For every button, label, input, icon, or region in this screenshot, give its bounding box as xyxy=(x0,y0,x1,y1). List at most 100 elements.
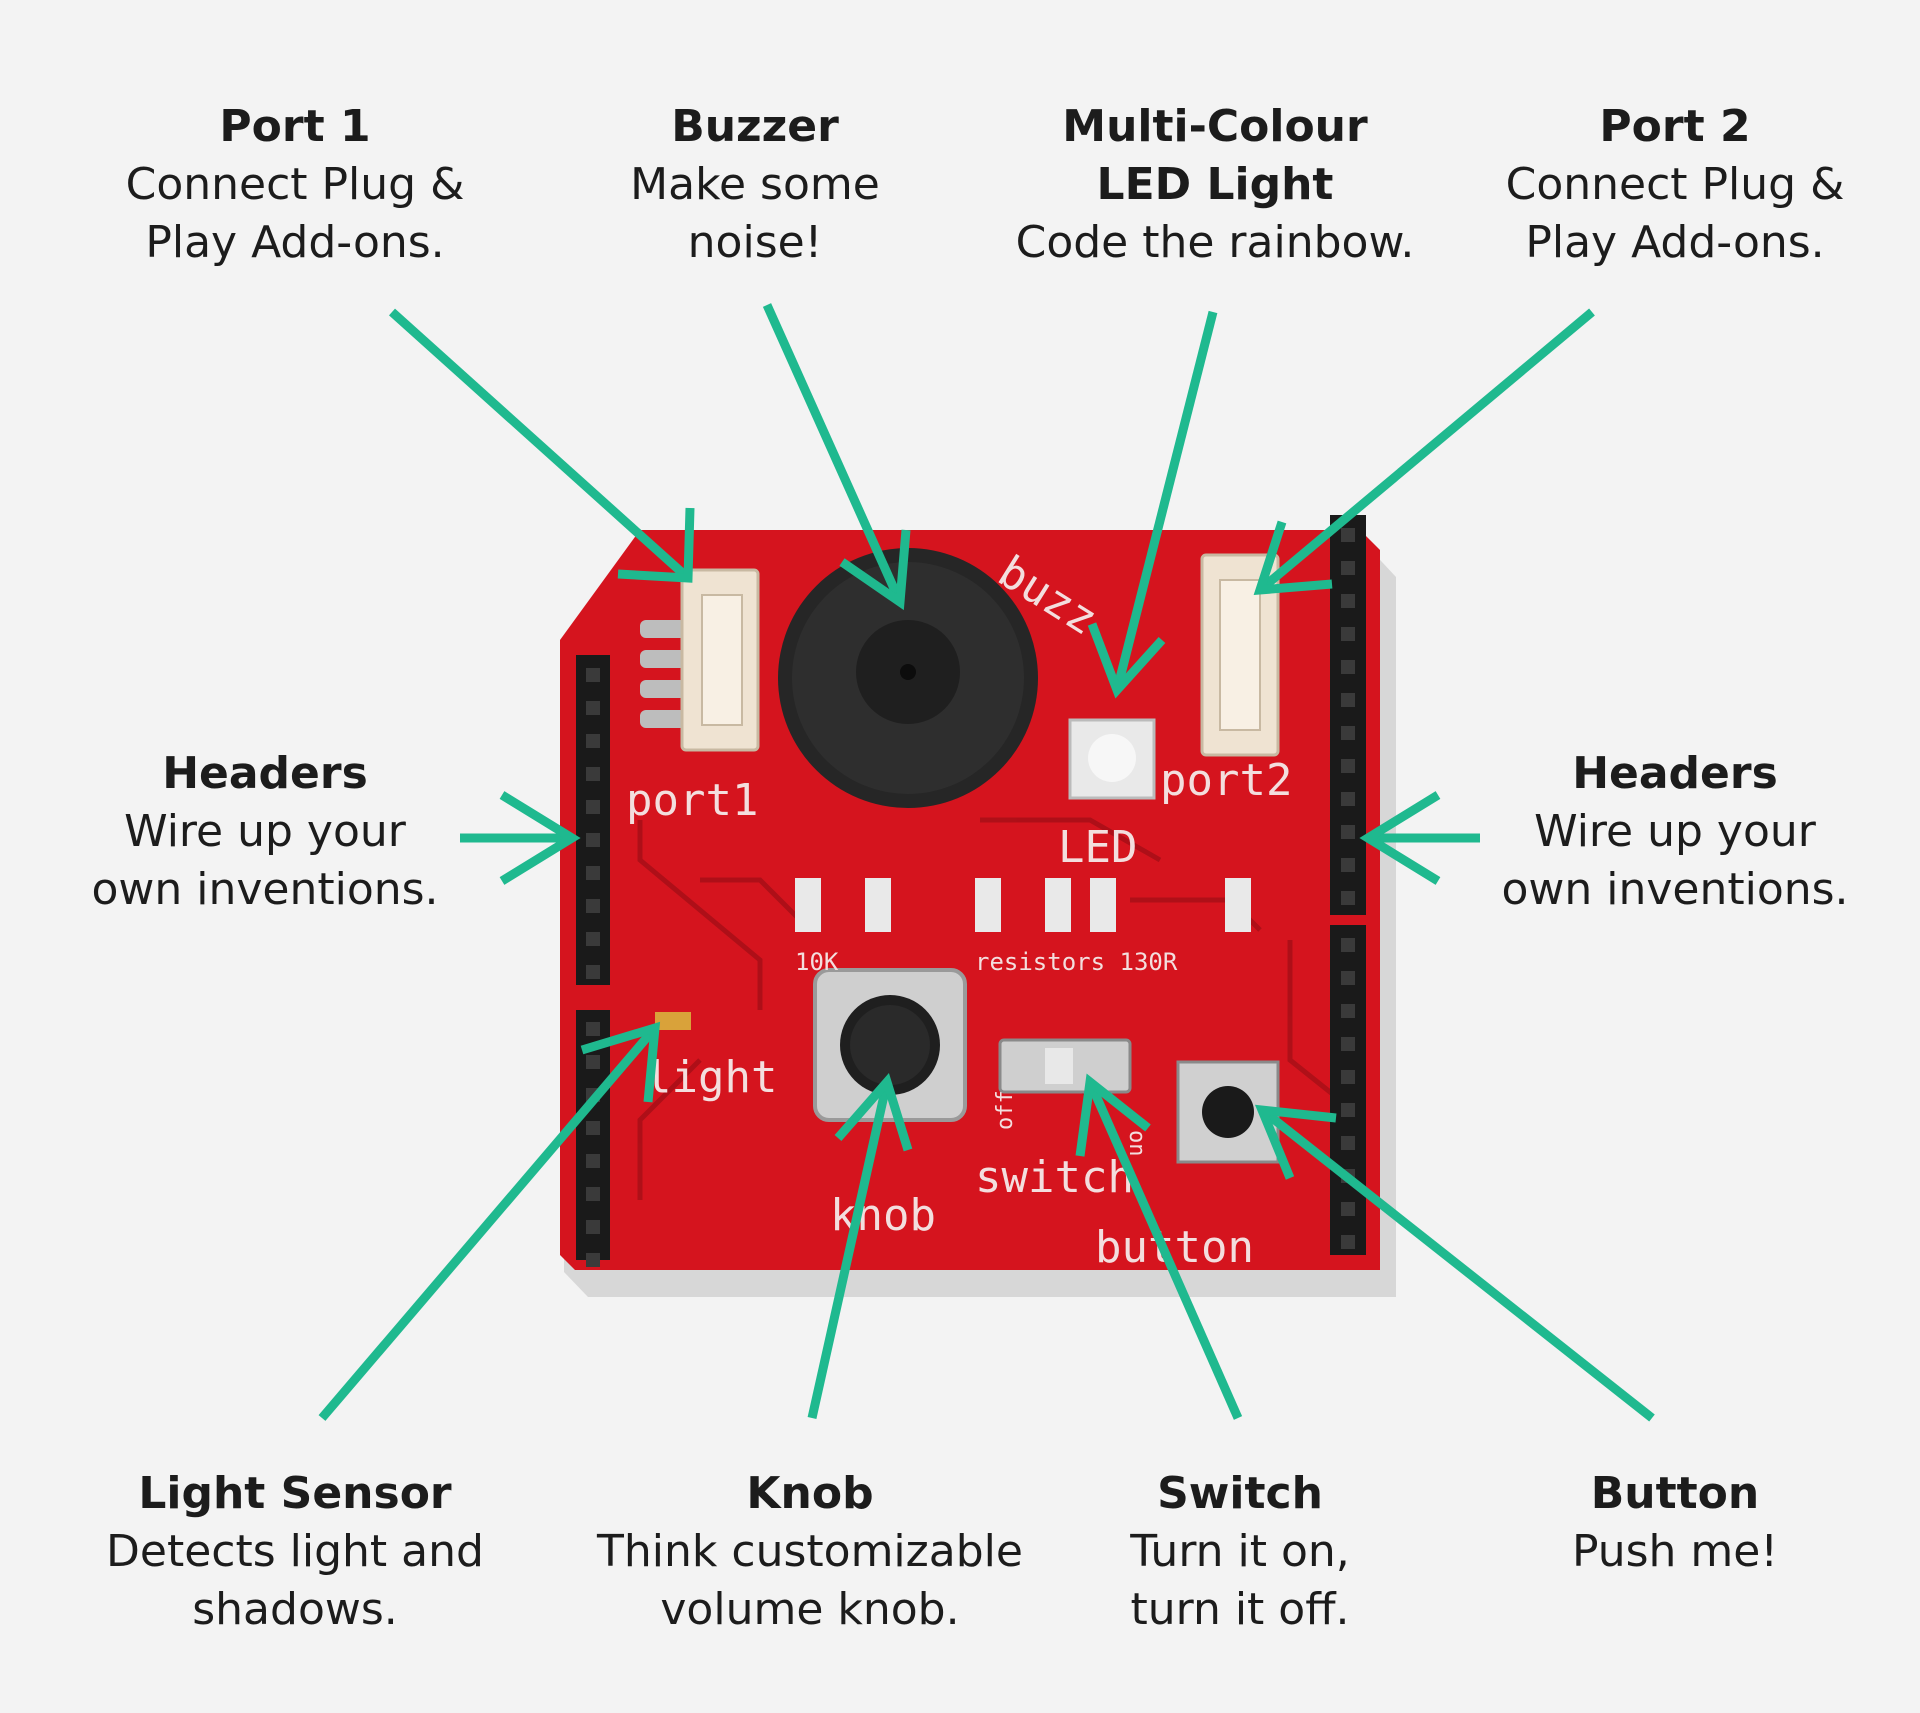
callout-light-sensor: Light Sensor Detects light and shadows. xyxy=(85,1465,505,1639)
silk-resistors: resistors 130R xyxy=(975,948,1178,976)
pcb-board xyxy=(560,530,1380,1270)
header-pin-hole xyxy=(586,734,600,748)
callout-led-line1: Code the rainbow. xyxy=(1015,217,1415,268)
arrow-button xyxy=(1254,1104,1655,1422)
header-pin-hole xyxy=(1341,660,1355,674)
light-sensor xyxy=(655,1012,691,1030)
callout-port2-title: Port 2 xyxy=(1599,101,1751,152)
callout-light-sensor-line1: Detects light and xyxy=(106,1526,484,1577)
rgb-led xyxy=(1068,718,1156,800)
callout-led-title2: LED Light xyxy=(1096,159,1334,210)
arrow-knob xyxy=(807,1072,913,1419)
callout-port1-line2: Play Add-ons. xyxy=(145,217,445,268)
header-pin-hole xyxy=(586,1187,600,1201)
arrow-buzzer xyxy=(762,303,911,611)
header-pin-hole xyxy=(586,866,600,880)
silk-light: light xyxy=(645,1052,777,1103)
silk-knob: knob xyxy=(830,1190,936,1241)
knob xyxy=(813,968,967,1122)
header-pin-hole xyxy=(586,800,600,814)
callout-port2: Port 2 Connect Plug & Play Add-ons. xyxy=(1470,98,1880,272)
header-pin-hole xyxy=(1341,693,1355,707)
slide-switch xyxy=(998,1038,1132,1094)
callout-port1: Port 1 Connect Plug & Play Add-ons. xyxy=(90,98,500,272)
callout-headers-right: Headers Wire up your own inventions. xyxy=(1480,745,1870,919)
header-pin-hole xyxy=(586,668,600,682)
callout-port1-title: Port 1 xyxy=(219,101,371,152)
header-pin-hole xyxy=(586,932,600,946)
header-pin-hole xyxy=(1341,792,1355,806)
callout-port1-line1: Connect Plug & xyxy=(125,159,465,210)
callout-switch-line1: Turn it on, xyxy=(1130,1526,1350,1577)
arrow-port2 xyxy=(1253,308,1595,596)
header-pin-hole xyxy=(1341,858,1355,872)
callout-port2-line2: Play Add-ons. xyxy=(1525,217,1825,268)
silk-port2: port2 xyxy=(1160,755,1292,806)
arrow-led xyxy=(1087,310,1218,699)
header-pin-hole xyxy=(586,1253,600,1267)
callout-switch-line2: turn it off. xyxy=(1130,1584,1350,1635)
buzzer xyxy=(778,548,1038,808)
callout-knob-line2: volume knob. xyxy=(660,1584,960,1635)
header-pin-hole xyxy=(586,1220,600,1234)
arrow-light-sensor xyxy=(318,1021,661,1421)
callout-buzzer-line1: Make some xyxy=(630,159,880,210)
callout-light-sensor-title: Light Sensor xyxy=(138,1468,452,1519)
header-pin-hole xyxy=(586,701,600,715)
header-pin-hole xyxy=(1341,971,1355,985)
header-pin-hole xyxy=(1341,726,1355,740)
header-pin-hole xyxy=(1341,561,1355,575)
arrow-headers-right xyxy=(1359,791,1480,885)
header-pin-hole xyxy=(586,1154,600,1168)
header-pin-hole xyxy=(586,1055,600,1069)
header-pin-hole xyxy=(1341,528,1355,542)
silk-port1: port1 xyxy=(626,775,758,826)
header-pin-hole xyxy=(1341,1202,1355,1216)
header-pin-hole xyxy=(1341,1103,1355,1117)
callout-knob: Knob Think customizable volume knob. xyxy=(580,1465,1040,1639)
silk-led: LED xyxy=(1058,822,1137,873)
callout-buzzer: Buzzer Make some noise! xyxy=(580,98,930,272)
callout-buzzer-line2: noise! xyxy=(687,217,823,268)
callout-switch: Switch Turn it on, turn it off. xyxy=(1075,1465,1405,1639)
header-pin-hole xyxy=(586,1121,600,1135)
arrow-port1 xyxy=(388,308,695,583)
callout-port2-line1: Connect Plug & xyxy=(1505,159,1845,210)
header-pin-hole xyxy=(1341,825,1355,839)
callout-buzzer-title: Buzzer xyxy=(671,101,839,152)
header-pin-hole xyxy=(1341,1070,1355,1084)
header-pin-hole xyxy=(586,1022,600,1036)
header-pin-hole xyxy=(1341,1136,1355,1150)
silk-on: on xyxy=(1124,1130,1149,1157)
callout-switch-title: Switch xyxy=(1157,1468,1323,1519)
callout-led-title1: Multi-Colour xyxy=(1062,101,1368,152)
header-pin-hole xyxy=(586,899,600,913)
callout-knob-title: Knob xyxy=(746,1468,874,1519)
arrow-headers-left xyxy=(460,791,581,885)
header-pin-hole xyxy=(586,833,600,847)
callout-headers-left-line1: Wire up your xyxy=(124,806,406,857)
header-pin-hole xyxy=(1341,759,1355,773)
callout-headers-left-line2: own inventions. xyxy=(91,864,439,915)
callout-light-sensor-line2: shadows. xyxy=(192,1584,398,1635)
header-pin-hole xyxy=(1341,1004,1355,1018)
callout-knob-line1: Think customizable xyxy=(597,1526,1023,1577)
header-pin-hole xyxy=(586,767,600,781)
header-pin-hole xyxy=(1341,627,1355,641)
callout-led: Multi-Colour LED Light Code the rainbow. xyxy=(1000,98,1430,272)
header-pin-hole xyxy=(1341,1235,1355,1249)
silk-switch: switch xyxy=(975,1152,1134,1203)
silk-10k: 10K xyxy=(795,948,839,976)
header-pin-hole xyxy=(1341,938,1355,952)
silk-off: off xyxy=(993,1090,1018,1130)
header-pin-hole xyxy=(1341,1037,1355,1051)
callout-headers-right-line2: own inventions. xyxy=(1501,864,1849,915)
callout-headers-left: Headers Wire up your own inventions. xyxy=(70,745,460,919)
resistors xyxy=(795,878,1251,932)
arrow-switch xyxy=(1075,1073,1243,1420)
callout-headers-right-line1: Wire up your xyxy=(1534,806,1816,857)
header-pin-hole xyxy=(1341,891,1355,905)
callout-button-title: Button xyxy=(1590,1468,1760,1519)
port2-connector xyxy=(1200,553,1280,757)
